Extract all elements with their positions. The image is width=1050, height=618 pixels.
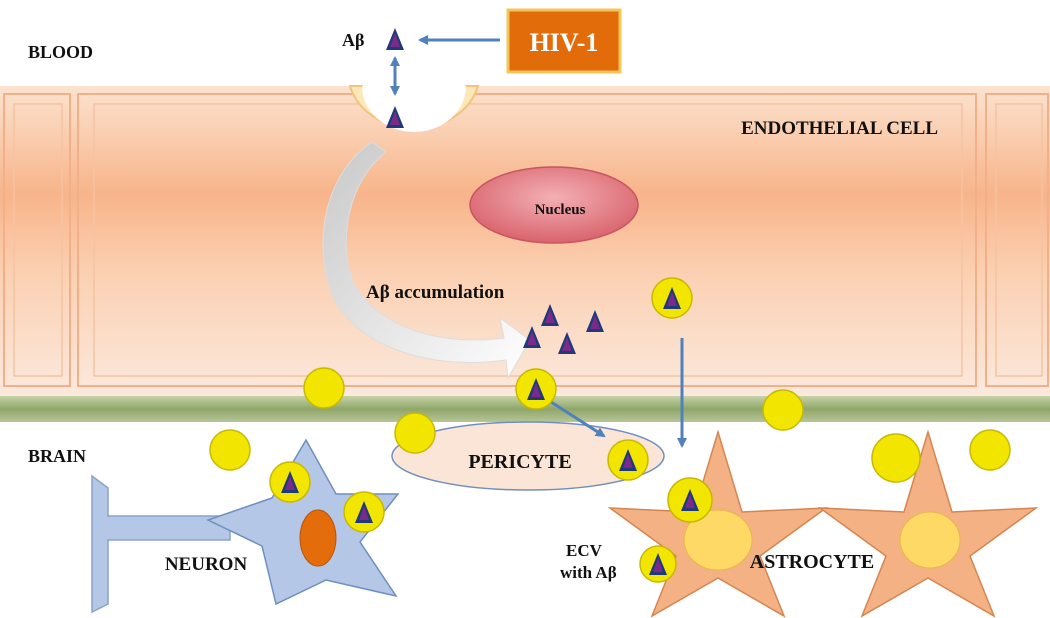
vesicle (303, 367, 345, 409)
neuron-nucleus (299, 509, 337, 567)
neuron-label: NEURON (165, 554, 248, 575)
nucleus (469, 166, 639, 244)
astrocyte-core (899, 511, 961, 569)
abeta-icon (386, 28, 404, 50)
abeta-accumulation-label: Aβ accumulation (366, 282, 505, 303)
endothelial-cell-right (985, 93, 1049, 387)
vesicle-to-pericyte-arrow (547, 398, 606, 438)
vesicle (394, 412, 436, 454)
ecv-label-line1: ECV (566, 541, 603, 560)
vesicle (969, 429, 1011, 471)
pericyte (391, 421, 665, 491)
transcytosis-arrow (322, 141, 531, 380)
vesicle (209, 429, 251, 471)
neuron-axon (91, 474, 231, 614)
astrocyte-core (683, 509, 753, 571)
nucleus-label: Nucleus (535, 202, 586, 218)
vesicles (209, 367, 1011, 483)
blood-label: BLOOD (28, 42, 93, 62)
ecv-label-line2: with Aβ (560, 563, 617, 582)
hiv-label: HIV-1 (530, 28, 599, 57)
abeta-top-label: Aβ (342, 30, 364, 50)
pericyte-label: PERICYTE (468, 451, 571, 473)
brain-label: BRAIN (28, 446, 86, 466)
endothelial-cell-label: ENDOTHELIAL CELL (741, 118, 938, 139)
hiv-box (506, 8, 622, 74)
abeta-vesicles (269, 277, 713, 583)
vesicle (762, 389, 804, 431)
vesicle (871, 433, 921, 483)
astrocyte-label: ASTROCYTE (750, 551, 874, 573)
endothelial-cell-left (3, 93, 71, 387)
